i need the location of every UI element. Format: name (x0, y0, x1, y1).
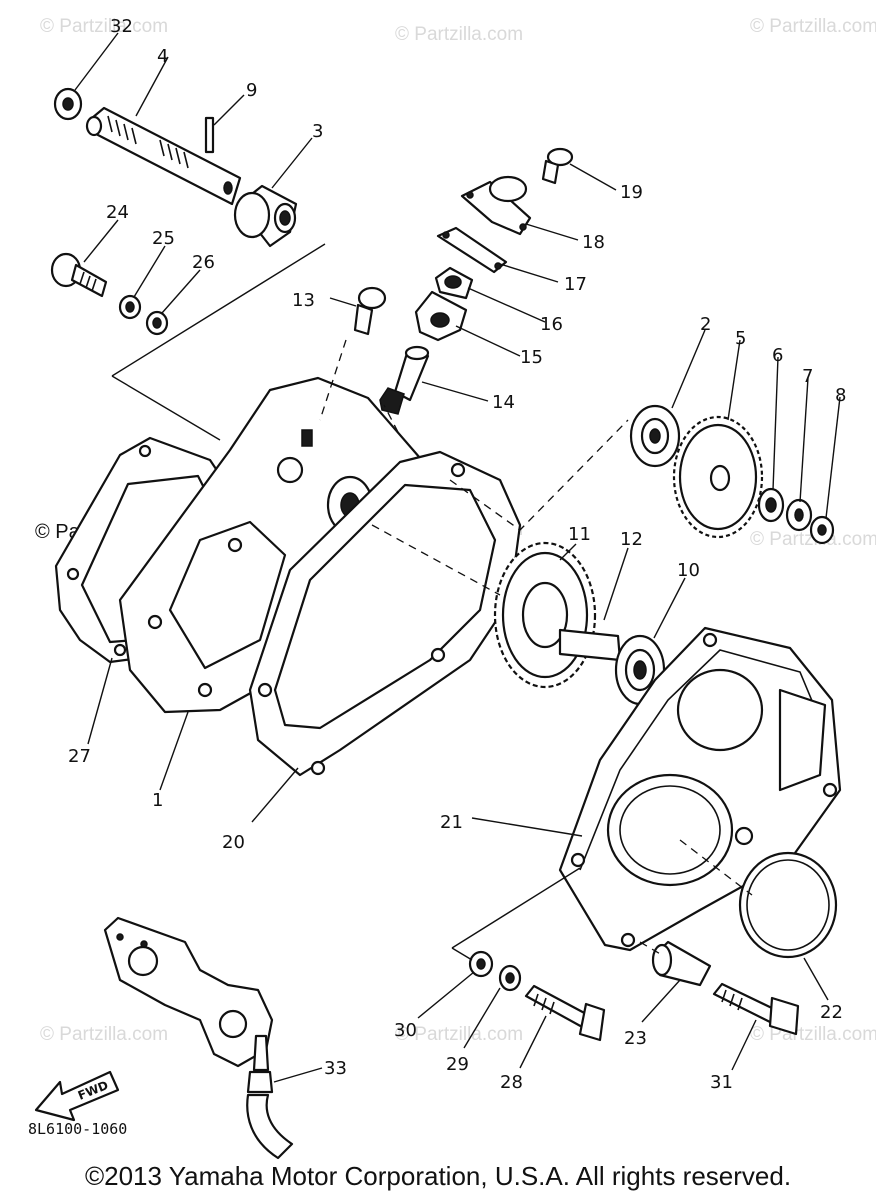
callout-21: 21 (440, 812, 463, 833)
part-25-spring-washer (118, 294, 142, 320)
callout-9: 9 (246, 80, 257, 101)
part-2-bearing (629, 404, 681, 468)
part-17-gasket (436, 226, 508, 274)
callout-5: 5 (735, 328, 746, 349)
part-18-plate (460, 175, 532, 236)
copyright-notice: ©2013 Yamaha Motor Corporation, U.S.A. A… (84, 1161, 792, 1191)
callout-15: 15 (520, 347, 543, 368)
callout-17: 17 (564, 274, 587, 295)
callout-23: 23 (624, 1028, 647, 1049)
callout-24: 24 (106, 202, 129, 223)
callout-13: 13 (292, 290, 315, 311)
alignment-lines (111, 243, 753, 961)
part-24-bolt (50, 252, 108, 298)
part-9-pin (204, 116, 215, 154)
part-6-washer (757, 487, 785, 523)
part-4-shaft (85, 106, 242, 206)
part-19-screw (541, 147, 574, 185)
part-29-spring-washer (498, 964, 522, 992)
part-3-bushing (233, 184, 298, 248)
callout-18: 18 (582, 232, 605, 253)
part-14-drive-gear (379, 345, 430, 415)
callout-32: 32 (110, 16, 133, 37)
callout-26: 26 (192, 252, 215, 273)
part-22-o-ring (738, 851, 838, 959)
watermark-text: © Partzilla.com (395, 1024, 523, 1045)
callout-19: 19 (620, 182, 643, 203)
callout-11: 11 (568, 524, 591, 545)
callout-29: 29 (446, 1054, 469, 1075)
watermark-text: © Partzilla.com (750, 1024, 876, 1045)
callout-4: 4 (157, 46, 168, 67)
part-16-seal (434, 266, 474, 300)
callout-30: 30 (394, 1020, 417, 1041)
watermark-text: © Partzilla.com (40, 1024, 168, 1045)
part-11-gear (493, 541, 597, 689)
part-8-nut (809, 515, 835, 545)
callout-3: 3 (312, 121, 323, 142)
part-32-washer (53, 87, 83, 121)
watermark-text: © Partzilla.com (750, 16, 876, 37)
callout-28: 28 (500, 1072, 523, 1093)
fwd-arrow-icon: FWD (34, 1070, 120, 1122)
part-33-hose-joint (246, 1070, 294, 1160)
part-30-washer (468, 950, 494, 978)
callout-12: 12 (620, 529, 643, 550)
leader-lines (74, 32, 841, 1083)
part-5-sprocket (672, 415, 764, 539)
callout-22: 22 (820, 1002, 843, 1023)
callout-2: 2 (700, 314, 711, 335)
callout-6: 6 (772, 345, 783, 366)
part-15-bushing (414, 290, 468, 342)
callout-25: 25 (152, 228, 175, 249)
part-13-screw (353, 286, 387, 336)
watermark-text: © Partzilla.com (750, 529, 876, 550)
callout-labels: 4 32 9 3 24 25 26 13 14 15 16 17 18 19 2… (68, 16, 846, 1093)
callout-8: 8 (835, 385, 846, 406)
inset-manifold (103, 916, 274, 1072)
watermark-text: © Partzilla.com (395, 24, 523, 45)
diagram-code: 8L6100-1060 (28, 1120, 127, 1138)
callout-31: 31 (710, 1072, 733, 1093)
callout-27: 27 (68, 746, 91, 767)
part-12-shaft (558, 628, 622, 662)
callout-1: 1 (152, 790, 163, 811)
part-28-bolt (524, 984, 606, 1042)
callout-20: 20 (222, 832, 245, 853)
part-23-collar (651, 940, 712, 987)
callout-7: 7 (802, 366, 813, 387)
part-26-washer (145, 310, 169, 336)
callout-33: 33 (324, 1058, 347, 1079)
callout-16: 16 (540, 314, 563, 335)
callout-10: 10 (677, 560, 700, 581)
part-7-washer (785, 498, 813, 532)
part-31-bolt (712, 982, 800, 1036)
part-20-gasket (248, 450, 522, 777)
watermark-text: © Partzilla.com (40, 16, 168, 37)
callout-14: 14 (492, 392, 515, 413)
